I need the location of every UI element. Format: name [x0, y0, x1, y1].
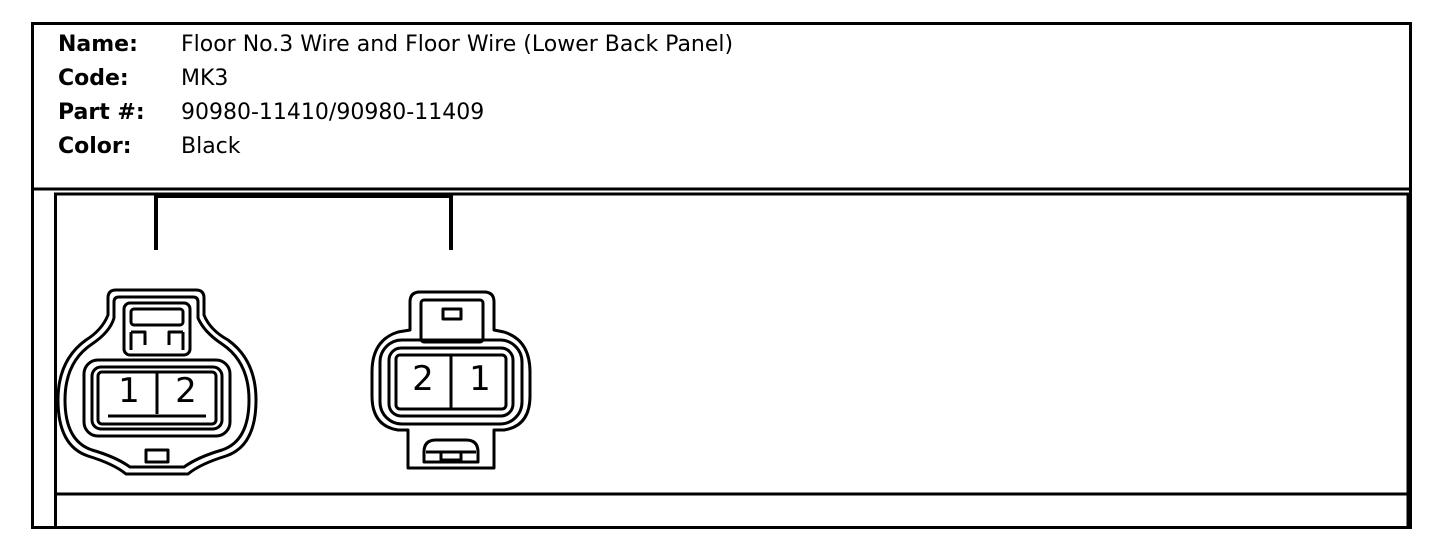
right-connector-body-outline [370, 290, 532, 470]
right-lock-tab [419, 298, 485, 344]
code-label: Code: [58, 66, 129, 91]
left-connector-body-inner [63, 295, 251, 469]
left-pin-1-label: 1 [118, 371, 140, 411]
left-lock-tab-legs [129, 330, 185, 350]
right-connector: 2 1 [370, 290, 532, 470]
left-connector-body-outline [56, 288, 258, 476]
name-label: Name: [58, 32, 138, 57]
color-value: Black [181, 134, 241, 159]
right-pin-2-label: 2 [412, 359, 434, 399]
mating-bracket [154, 194, 453, 250]
code-value: MK3 [181, 66, 229, 91]
right-bottom-latch [422, 438, 480, 464]
part-label: Part #: [58, 100, 145, 125]
left-lock-tab-outer [122, 301, 192, 357]
left-connector: 1 2 [56, 288, 258, 476]
right-pin-housing-outer [378, 338, 524, 426]
left-pin-housing-outer [82, 358, 232, 438]
right-bottom-latch-notch [439, 450, 463, 462]
left-latch-notch [144, 448, 170, 464]
left-lock-tab-top [129, 307, 185, 327]
right-pin-1-label: 1 [469, 359, 491, 399]
left-pin-2-label: 2 [175, 371, 197, 411]
left-pin-housing-inner [90, 365, 224, 431]
right-pin-housing-inner [387, 346, 515, 418]
name-value: Floor No.3 Wire and Floor Wire (Lower Ba… [181, 32, 734, 57]
color-label: Color: [58, 134, 132, 159]
right-lock-tab-slot [441, 307, 463, 321]
part-value: 90980-11410/90980-11409 [181, 100, 485, 125]
